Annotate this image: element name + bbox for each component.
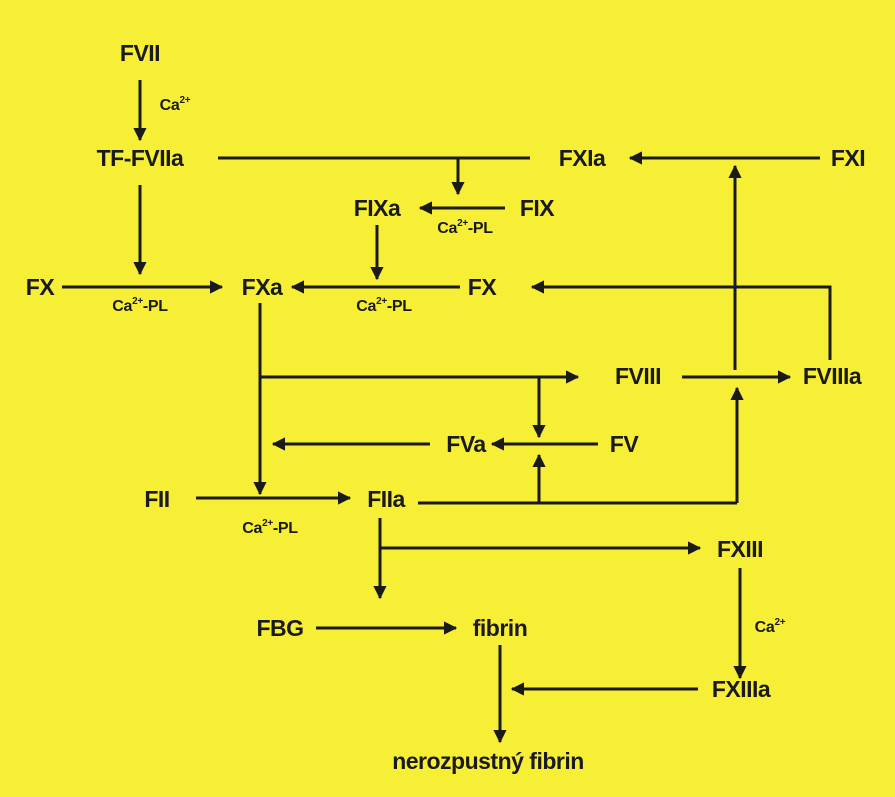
- node-fvii: FVII: [120, 40, 160, 66]
- arrow-fviiia-to-fx: [530, 280, 832, 360]
- node-insoluble-fibrin: nerozpustný fibrin: [392, 748, 584, 774]
- node-tf-fviia: TF-FVIIa: [97, 145, 184, 171]
- node-fxiii: FXIII: [717, 536, 763, 562]
- node-fxi: FXI: [831, 145, 865, 171]
- node-fii: FII: [144, 486, 169, 512]
- node-fviiia: FVIIIa: [803, 363, 862, 389]
- cofactor-ca-pl-fii: Ca2+-PL: [242, 518, 298, 537]
- node-fv: FV: [610, 431, 640, 457]
- node-fx-right: FX: [468, 274, 498, 300]
- connectors: [62, 80, 832, 744]
- nodes: FVII TF-FVIIa FXIa FXI FIXa FIX FX FXa F…: [26, 40, 866, 774]
- node-fviii: FVIII: [615, 363, 661, 389]
- cofactor-ca-fxiii: Ca2+: [755, 617, 786, 636]
- node-fibrin: fibrin: [473, 615, 528, 641]
- node-fix: FIX: [520, 195, 555, 221]
- node-fxiiia: FXIIIa: [712, 676, 771, 702]
- node-fxia: FXIa: [559, 145, 606, 171]
- node-fbg: FBG: [256, 615, 303, 641]
- cofactor-ca-pl-fix: Ca2+-PL: [437, 218, 493, 237]
- cofactor-labels: Ca2+ Ca2+-PL Ca2+-PL Ca2+-PL Ca2+-PL Ca2…: [112, 95, 786, 636]
- node-fiia: FIIa: [367, 486, 405, 512]
- cofactor-ca-fvii: Ca2+: [160, 95, 191, 114]
- node-fxa: FXa: [242, 274, 283, 300]
- cofactor-ca-pl-fx-intrinsic: Ca2+-PL: [356, 296, 412, 315]
- node-fva: FVa: [446, 431, 486, 457]
- node-fx-left: FX: [26, 274, 56, 300]
- node-fixa: FIXa: [354, 195, 401, 221]
- cofactor-ca-pl-fx-extrinsic: Ca2+-PL: [112, 296, 168, 315]
